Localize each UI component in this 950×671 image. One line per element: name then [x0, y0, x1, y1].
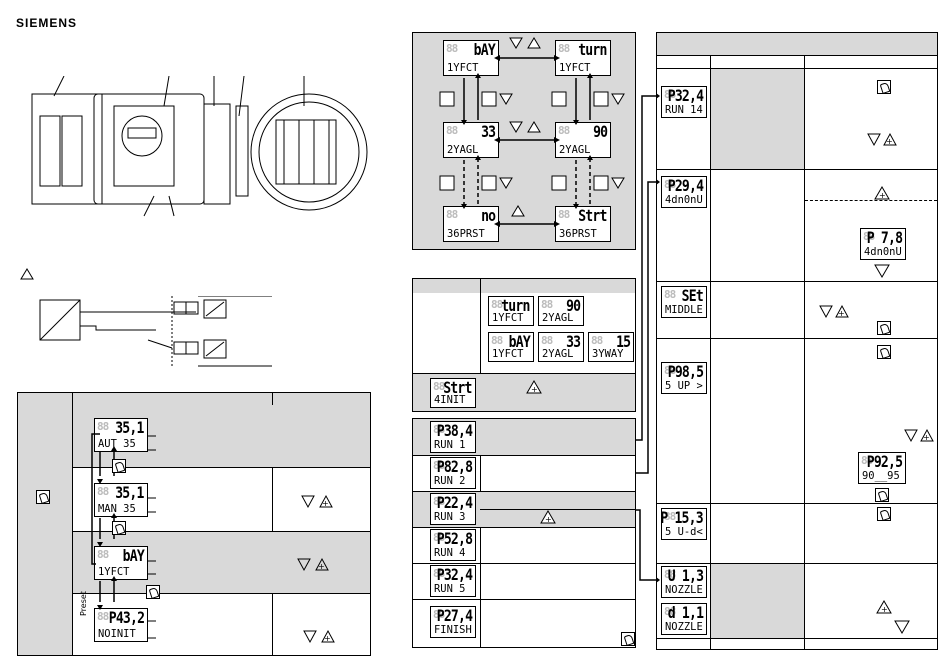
nozzle-description	[711, 564, 804, 638]
down-up-keys[interactable]: +	[302, 629, 342, 645]
svg-text:+: +	[923, 433, 930, 442]
up-key-icon[interactable]: +	[526, 380, 542, 394]
svg-text:+: +	[881, 605, 888, 614]
svg-text:+: +	[324, 634, 331, 643]
siemens-logo: SIEMENS	[16, 16, 78, 30]
options-header	[413, 279, 635, 293]
down-up-keys[interactable]: +	[818, 304, 852, 320]
hand-key-icon[interactable]	[877, 507, 891, 521]
run-14-description	[711, 69, 804, 169]
svg-text:+: +	[879, 191, 886, 200]
down-up-keys[interactable]: +	[300, 494, 340, 510]
hand-key-icon[interactable]	[875, 488, 889, 502]
hand-key-icon[interactable]	[877, 321, 891, 335]
wiring-diagram	[39, 296, 272, 367]
hand-key-icon[interactable]	[112, 521, 126, 535]
initialization-detail-table	[656, 32, 938, 650]
initialization-runs-table	[412, 418, 636, 648]
down-up-keys[interactable]: +	[903, 428, 937, 444]
down-key-icon[interactable]	[874, 264, 890, 278]
up-key-icon[interactable]: +	[540, 510, 556, 524]
up-key-icon[interactable]: +	[874, 186, 890, 200]
svg-text:+: +	[545, 515, 552, 524]
mode-navigation-arrows: Preset	[79, 433, 156, 639]
svg-text:+: +	[886, 137, 893, 146]
svg-text:+: +	[322, 499, 329, 508]
hand-key-icon[interactable]	[877, 345, 891, 359]
preset-label: Preset	[79, 591, 88, 616]
parameter-cycle-arrows	[439, 37, 625, 227]
positioner-device-illustration	[31, 76, 368, 217]
hand-key-icon[interactable]	[146, 585, 160, 599]
down-key-icon[interactable]	[894, 620, 910, 634]
hand-key-icon[interactable]	[36, 490, 50, 504]
warning-icon	[20, 268, 34, 280]
flow-connectors	[636, 93, 660, 583]
svg-text:+: +	[838, 309, 845, 318]
svg-text:+: +	[531, 385, 538, 394]
hand-key-icon[interactable]	[112, 459, 126, 473]
parameter-options-table	[412, 278, 636, 412]
hand-key-icon[interactable]	[877, 80, 891, 94]
down-up-keys[interactable]: +	[866, 132, 900, 148]
down-up-keys[interactable]: +	[296, 557, 336, 573]
hand-key-icon[interactable]	[621, 632, 635, 646]
table-header	[73, 393, 370, 405]
svg-text:+: +	[318, 562, 325, 571]
mode-column	[18, 393, 72, 655]
up-key-icon[interactable]: +	[876, 600, 892, 614]
detail-header	[657, 33, 937, 55]
operating-mode-table	[17, 392, 371, 656]
